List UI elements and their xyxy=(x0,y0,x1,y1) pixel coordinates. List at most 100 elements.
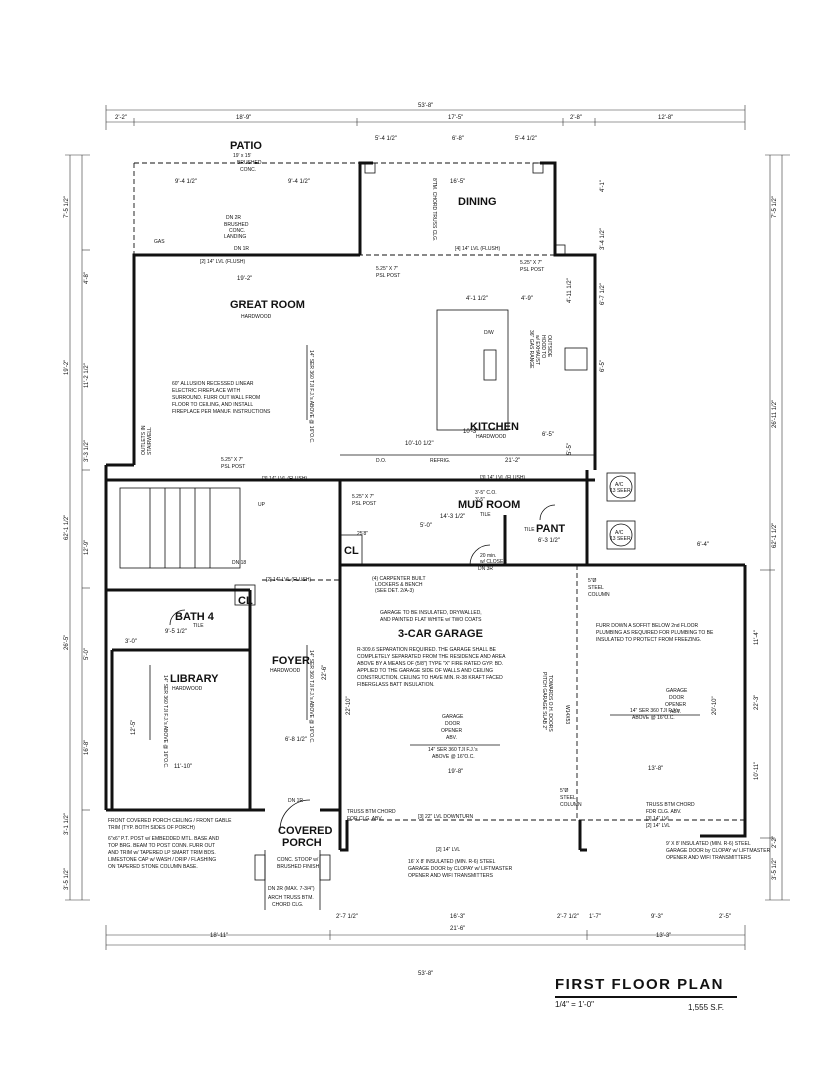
dim-right-8: 5'-5" xyxy=(567,443,573,455)
dim-garage-2: 13'-8" xyxy=(648,766,663,772)
dim-left-5: 3'-3 1/2" xyxy=(84,440,90,462)
dim-foyer-2: 22'-6" xyxy=(322,665,328,680)
note-fireplace-4: FLOOR TO CEILING, AND INSTALL xyxy=(172,402,253,408)
dim-bot-2: 21'-6" xyxy=(450,926,465,932)
title-underline xyxy=(555,996,737,998)
note-closer-2: w/ CLOSER xyxy=(480,559,507,565)
note-truss-4: FDR CLG. ABV. xyxy=(646,809,681,815)
note-psl-2: 5.25" X 7" xyxy=(520,260,542,266)
dim-left-11: 3'-1 1/2" xyxy=(64,813,70,835)
dim-dining-3: 5'-4 1/2" xyxy=(515,136,537,142)
mud-room-label: MUD ROOM xyxy=(458,499,520,511)
note-lvl-kitchen: [3] 14" LVL (FLUSH) xyxy=(262,476,307,482)
note-sep-6: FIBERGLASS BATT INSULATION. xyxy=(357,682,435,688)
dim-kitchen-3: 6'-5" xyxy=(542,432,554,438)
note-porch-conc-2: BRUSHED FINISH xyxy=(277,864,320,870)
note-up: UP xyxy=(258,502,266,508)
note-tji-2b: ABOVE @ 16"O.C. xyxy=(632,715,675,721)
plan-area: 1,555 S.F. xyxy=(688,1003,725,1012)
dim-mud-1: 14'-3 1/2" xyxy=(440,514,465,520)
mud-room-floor: TILE xyxy=(480,512,491,518)
room-labels: PATIO 19' x 15' BRUSHED CONC. DINING GRE… xyxy=(170,140,565,849)
dim-bath-2: 3'-0" xyxy=(125,639,137,645)
dim-right-10: 11'-4" xyxy=(754,630,760,645)
note-porch-5: AND TRIM w/ TAPERED LP SMART TRIM BDS. xyxy=(108,850,216,856)
dim-left-12: 3'-5 1/2" xyxy=(64,868,70,890)
note-range-3: HOOD TO xyxy=(540,335,546,358)
note-sep-2: COMPLETELY SEPARATED FROM THE RESIDENCE … xyxy=(357,654,506,660)
note-opener-4: ABV. xyxy=(446,735,457,741)
note-landing-2: BRUSHED xyxy=(224,222,249,228)
note-truss-1: TRUSS BTM CHORD xyxy=(347,809,396,815)
dim-garage-4: 22'-10" xyxy=(346,696,352,715)
dim-dining-4: 16'-5" xyxy=(450,179,465,185)
note-steel-2: STEEL xyxy=(588,585,604,591)
note-tji-2: 14" SER 360 TJI F.J.'s xyxy=(630,708,680,714)
dim-bot-9: 2'-5" xyxy=(719,914,731,920)
note-do: D.O. xyxy=(376,458,386,464)
library-floor: HARDWOOD xyxy=(172,686,203,692)
patio-material: CONC. xyxy=(240,167,256,173)
great-room-label: GREAT ROOM xyxy=(230,299,305,311)
dim-foyer-1: 6'-8 1/2" xyxy=(285,737,307,743)
note-gas: GAS xyxy=(154,239,165,245)
note-soffit-2: PLUMBING AS REQUIRED FOR PLUMBING TO BE xyxy=(596,630,714,636)
dim-right-7: 6'-5" xyxy=(600,360,606,372)
dim-right-9: 62'-1 1/2" xyxy=(772,523,778,548)
dim-right-2: 4'-1" xyxy=(600,180,606,192)
dim-garage-3: 20'-10" xyxy=(712,696,718,715)
note-lvl-garage3: [2] 14" LVL xyxy=(646,823,670,829)
dim-overall-top: 53'-8" xyxy=(418,103,433,109)
note-truss-3: TRUSS BTM CHORD xyxy=(646,802,695,808)
note-fireplace-1: 60" ALLUSION RECESSED LINEAR xyxy=(172,381,254,387)
dim-great-kitchen-1: 4'-1 1/2" xyxy=(466,296,488,302)
note-psl-3b: PSL POST xyxy=(221,464,245,470)
note-range-2: w/ EXHAUST xyxy=(534,335,540,365)
note-lvl-garage: [3] 22" LVL DOWNTURN xyxy=(418,814,474,820)
note-dw: D/W xyxy=(484,330,494,336)
dim-bot-3: 13'-3" xyxy=(656,933,671,939)
note-soffit-3: INSULATED TO PROTECT FROM FREEZING. xyxy=(596,637,701,643)
note-truss-5: [3] 14" LVL xyxy=(646,816,670,822)
note-lockers-1: (4) CARPENTER BUILT xyxy=(372,576,426,582)
dim-right-3: 3'-4 1/2" xyxy=(600,228,606,250)
note-arch-1: ARCH TRUSS BTM. xyxy=(268,895,314,901)
dim-top-2: 18'-9" xyxy=(236,115,251,121)
dim-right-11: 22'-3" xyxy=(754,695,760,710)
note-psl-4: 5.25" X 7" xyxy=(352,494,374,500)
note-landing-4: LANDING xyxy=(224,234,246,240)
note-porch-4: TOP BRG. BEAM TO POST CONN. FURR OUT xyxy=(108,843,215,849)
note-outdoor-1: OUTLETS IN xyxy=(141,425,147,455)
dim-patio-r: 9'-4 1/2" xyxy=(288,179,310,185)
dim-right-13: 3'-5 1/2" xyxy=(772,858,778,880)
note-garage-ins-2: AND PAINTED FLAT WHITE w/ TWO COATS xyxy=(380,617,482,623)
pant-floor: TILE xyxy=(524,527,535,533)
annotations: [2] 14" LVL (FLUSH) [4] 14" LVL (FLUSH) … xyxy=(108,178,771,908)
dim-right-6: 26'-11 1/2" xyxy=(772,400,778,428)
note-garage-ins-1: GARAGE TO BE INSULATED, DRYWALLED, xyxy=(380,610,482,616)
dim-kitchen-2: 10'-10 1/2" xyxy=(405,441,434,447)
dim-top-3: 17'-5" xyxy=(448,115,463,121)
note-lvl-garage2: [2] 14" LVL xyxy=(436,847,460,853)
note-porch-3: 6"x6" P.T. POST w/ EMBEDDED MTL. BASE AN… xyxy=(108,836,220,842)
note-great-beam: 14" SER 360 TJI F.J.'s ABOVE @ 16"O.C. xyxy=(308,350,314,443)
note-landing-3: CONC. xyxy=(229,228,245,234)
note-slope-1: PITCH GARAGE SLAB 2" xyxy=(541,672,547,730)
bath-label: BATH 4 xyxy=(175,611,215,623)
note-ac-2: A/C xyxy=(615,530,624,536)
dimension-lines xyxy=(65,105,790,950)
note-porch-7: ON TAPERED STONE COLUMN BASE. xyxy=(108,864,198,870)
note-fireplace-2: ELECTRIC FIREPLACE WITH xyxy=(172,388,240,394)
dim-kitchen-1: 10'-3" xyxy=(463,429,478,435)
dim-top-5: 12'-8" xyxy=(658,115,673,121)
note-door-6: OPENER AND WIFI TRANSMITTERS xyxy=(666,855,752,861)
dim-right-12: 10'-11" xyxy=(754,762,760,780)
dim-left-1: 7'-5 1/2" xyxy=(64,196,70,218)
note-steel-6: COLUMN xyxy=(560,802,582,808)
great-room-floor: HARDWOOD xyxy=(241,314,272,320)
note-porch-1: FRONT COVERED PORCH CEILING / FRONT GABL… xyxy=(108,818,232,824)
note-range-1: 36" GAS RANGE xyxy=(528,330,534,369)
note-sep-4: APPLIED TO THE GARAGE SIDE OF WALLS AND … xyxy=(357,668,493,674)
porch-label-2: PORCH xyxy=(282,837,322,849)
note-refrig: REFRIG. xyxy=(430,458,450,464)
